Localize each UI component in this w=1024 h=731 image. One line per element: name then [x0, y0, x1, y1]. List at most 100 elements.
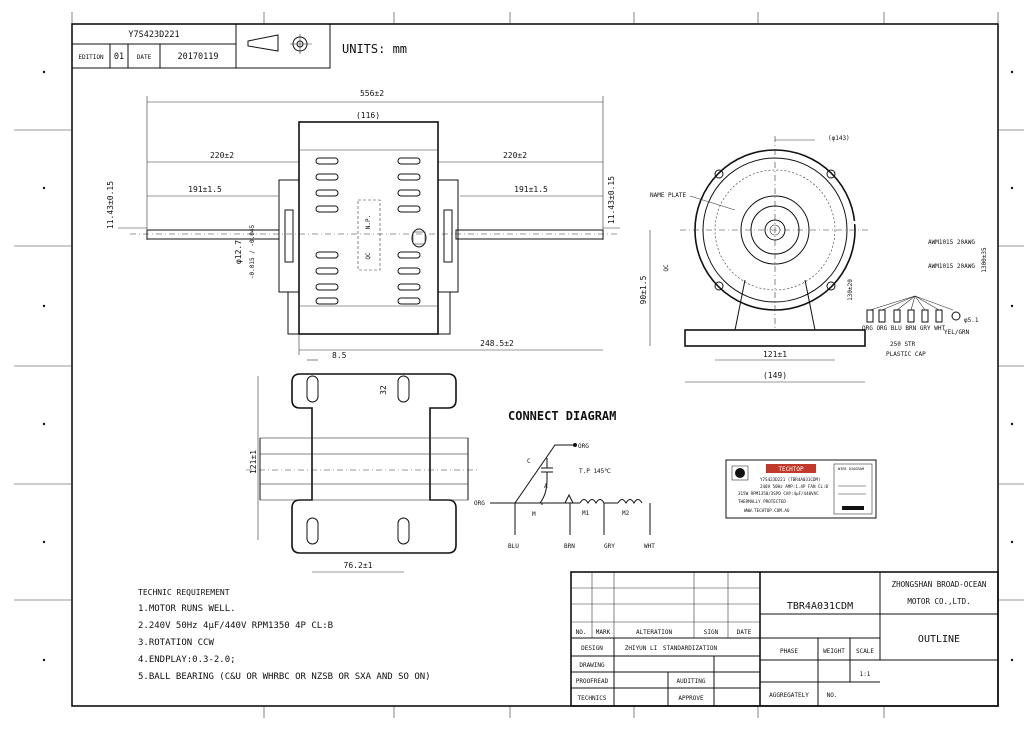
date-value: 20170119	[178, 52, 219, 62]
title-block: TBR4A031CDM ZHONGSHAN BROAD-OCEAN MOTOR …	[570, 571, 999, 707]
proofread-label: PROOFREAD	[576, 678, 609, 685]
yel-grn-label: YEL/GRN	[944, 329, 970, 336]
dim-base-width: 121±1	[249, 450, 258, 474]
org-top-label: ORG	[578, 443, 589, 450]
plastic-cap-label: PLASTIC CAP	[886, 351, 926, 358]
vent-slot	[397, 205, 421, 213]
rev-mark-header: MARK	[596, 629, 611, 636]
edition-label: EDITION	[78, 54, 104, 61]
drawing-frame	[14, 12, 1024, 718]
rev-sign-header: SIGN	[704, 629, 719, 636]
base-plate-view: 8.5 32 121±1 76.2±1	[246, 351, 480, 573]
connect-diagram-title: CONNECT DIAGRAM	[508, 409, 616, 423]
vent-slot	[397, 283, 421, 291]
requirement-item: 2.240V 50Hz 4μF/440V RPM1350 4P CL:B	[138, 621, 333, 631]
winding-m-label: M	[532, 511, 536, 518]
nameplate: TECHTOP Y7S423D221 (TBR4A031CDM) 240V 50…	[725, 459, 877, 519]
dim-shaft-right: 220±2	[503, 151, 527, 160]
org-left-label: ORG	[474, 500, 485, 507]
dim-flat-right: 11.43±0.15	[607, 176, 616, 224]
vent-slot	[315, 205, 339, 213]
requirements-title: TECHNIC REQUIREMENT	[138, 588, 230, 597]
requirement-item: 4.ENDPLAY:0.3-2.0;	[138, 655, 236, 665]
brand-name: TECHTOP	[778, 466, 804, 473]
vent-slot	[315, 157, 339, 165]
dim-overall-length: 556±2	[360, 89, 384, 98]
phase-label: PHASE	[780, 648, 798, 655]
date-label: DATE	[137, 54, 152, 61]
qc-side-label: QC	[663, 264, 670, 272]
company-name-2: MOTOR CO.,LTD.	[907, 597, 970, 606]
rev-no-header: NO.	[576, 629, 587, 636]
dim-shaft-tolerance: -0.015 / -0.045	[249, 225, 256, 280]
drawing-label: DRAWING	[579, 662, 605, 669]
wire-diagram-title: WIRE DIAGRAM	[838, 467, 865, 471]
dim-hole-pitch: 76.2±1	[344, 561, 373, 570]
dim-shaft-len-left: 191±1.5	[188, 185, 222, 194]
terminal-dia: φ5.1	[964, 317, 979, 324]
dim-base-offset: 248.5±2	[480, 339, 514, 348]
rev-alteration-header: ALTERATION	[636, 629, 673, 636]
capacitor-label: C	[527, 458, 531, 465]
vent-slot	[315, 251, 339, 259]
vent-slot	[315, 283, 339, 291]
auditing-label: AUDITING	[677, 678, 706, 685]
dim-body-length: (116)	[356, 111, 380, 120]
name-plate-label: NAME PLATE	[650, 192, 687, 199]
requirement-item: 3.ROTATION CCW	[138, 638, 214, 648]
vent-slot	[397, 189, 421, 197]
winding-m1-label: M1	[582, 510, 590, 517]
requirement-item: 1.MOTOR RUNS WELL.	[138, 604, 236, 614]
winding-a-label: A	[544, 483, 548, 490]
scale-value: 1:1	[860, 671, 871, 678]
np-label: N.P.	[365, 215, 372, 229]
dim-shaft-len-right: 191±1.5	[514, 185, 548, 194]
dim-wire-len-b: 1300±35	[981, 247, 988, 273]
nameplate-line-4: THERMALLY PROTECTED	[738, 499, 786, 504]
nameplate-line-3: 315W RPM1350/3SPD CAP:4μF/440VAC	[738, 491, 819, 496]
vent-slot	[397, 157, 421, 165]
dim-foot-width: (149)	[763, 371, 787, 380]
vent-slot	[315, 189, 339, 197]
design-label: DESIGN	[581, 645, 603, 652]
dim-wire-len-a: 130±20	[847, 279, 854, 301]
dim-shaft-left: 220±2	[210, 151, 234, 160]
vent-slot	[397, 297, 421, 305]
vent-slot	[397, 173, 421, 181]
document-type: OUTLINE	[918, 634, 960, 645]
winding-m2-label: M2	[622, 510, 630, 517]
motor-front-view: 90±1.5 121±1 (149) (φ143) NAME PLATE QC …	[639, 135, 988, 383]
dim-housing-dia: (φ143)	[828, 135, 850, 142]
brand-logo-icon	[735, 468, 745, 478]
drawing-number: Y7S423D221	[128, 30, 179, 40]
model-number: TBR4A031CDM	[787, 601, 853, 612]
units-label: UNITS: mm	[342, 42, 407, 56]
vent-slot	[315, 297, 339, 305]
edition-value: 01	[114, 52, 124, 62]
header-block: Y7S423D221 EDITION 01 DATE 20170119 UNIT…	[71, 23, 407, 69]
vent-slot	[397, 251, 421, 259]
dim-slot-length: 32	[379, 385, 388, 395]
rev-date-header: DATE	[737, 629, 752, 636]
projection-symbol-icon	[247, 34, 312, 54]
lead-wht: WHT	[644, 543, 655, 550]
nameplate-line-5: WWW.TECHTOP.COM.AU	[744, 508, 790, 513]
qc-label: QC	[365, 252, 372, 260]
thermal-protector-label: T.P 145℃	[579, 468, 611, 475]
connect-diagram: CONNECT DIAGRAM ORG ORG C A T.P 145℃ M M…	[474, 409, 655, 550]
technics-label: TECHNICS	[578, 695, 607, 702]
motor-side-view: 556±2 (116) 220±2 220±2 191±1.5 191±1.5 …	[106, 89, 620, 355]
designer-name: ZHIYUN LI	[625, 645, 658, 652]
dim-center-height: 90±1.5	[639, 275, 648, 304]
str-250-label: 250 STR	[890, 341, 916, 348]
standardization-label: STANDARDIZATION	[663, 645, 718, 652]
lead-brn: BRN	[564, 543, 575, 550]
dim-shaft-dia: φ12.7	[234, 240, 243, 264]
nameplate-line-2: 240V 50Hz AMP:1.4P FAN CL:B	[760, 484, 829, 489]
vent-slot	[397, 267, 421, 275]
number-label: NO.	[827, 692, 838, 699]
dim-foot-pitch: 121±1	[763, 350, 787, 359]
vent-slot	[315, 267, 339, 275]
nameplate-line-1: Y7S423D221 (TBR4A031CDM)	[760, 477, 821, 482]
